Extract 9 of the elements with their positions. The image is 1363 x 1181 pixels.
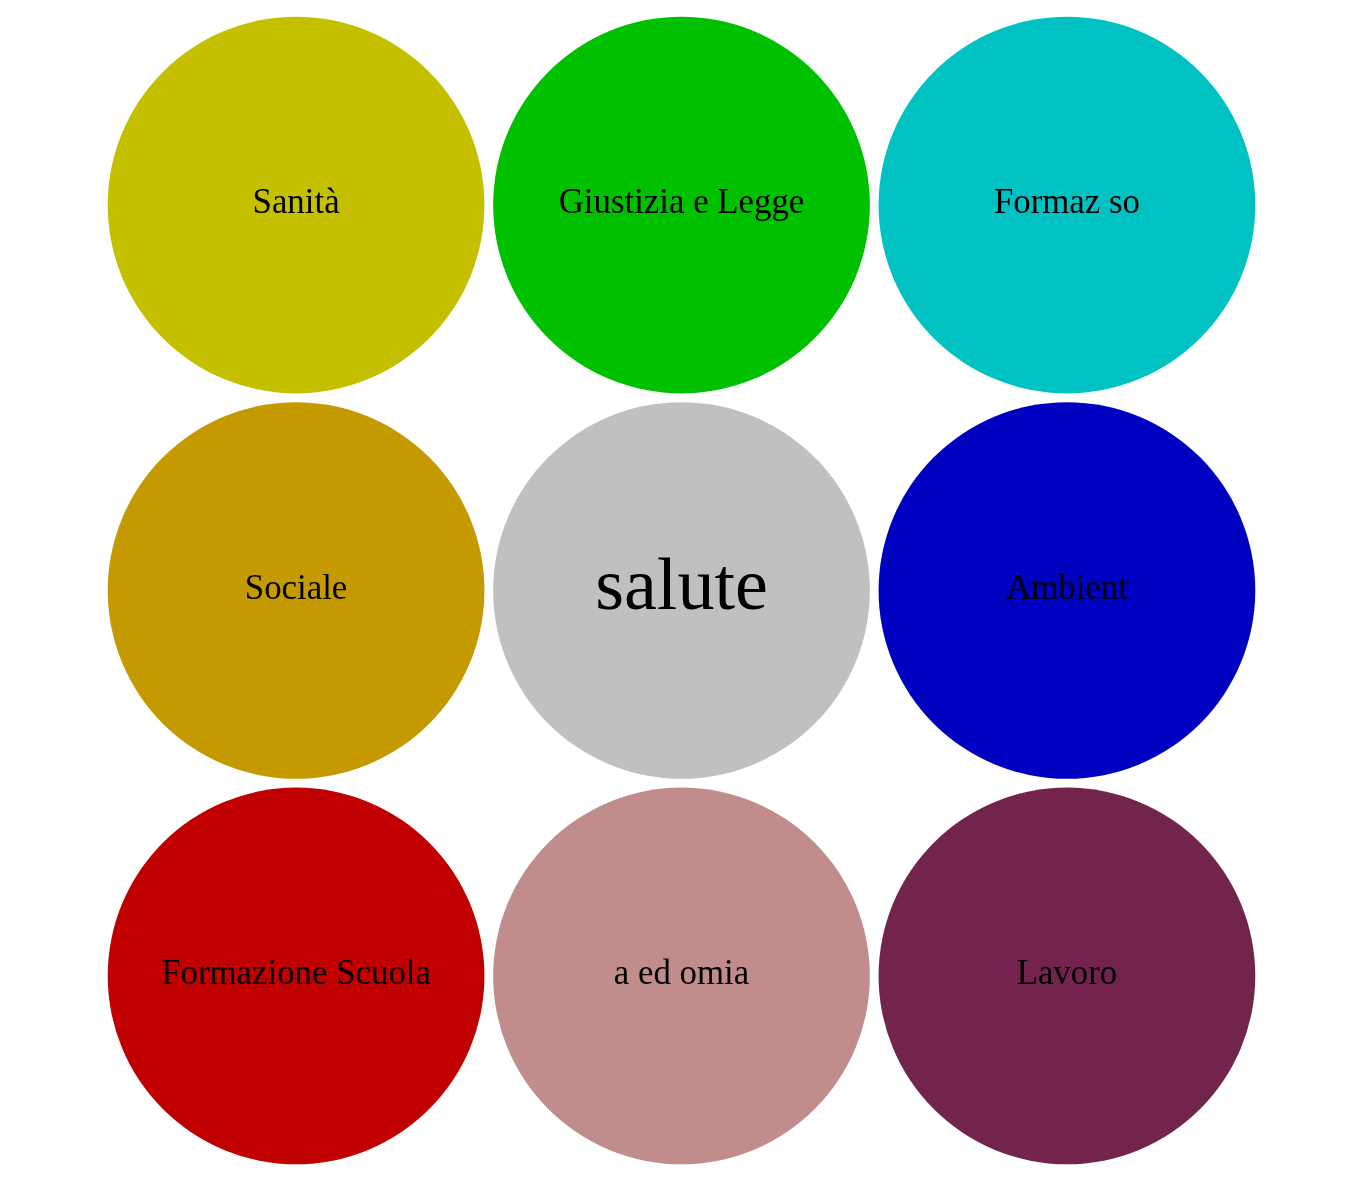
node-circle: Formazione Scuola [107,787,485,1165]
node-circle: Ambient [878,402,1256,779]
node-circle: Lavoro [878,787,1256,1165]
node-circle: Sociale [107,402,485,779]
node-circle: salute [493,402,870,779]
node-circle: Sanità [107,16,485,394]
node-circle: Formaz so [878,16,1256,394]
node-circle: Giustizia e Legge [493,16,870,394]
node-circle: a ed omia [493,787,870,1165]
